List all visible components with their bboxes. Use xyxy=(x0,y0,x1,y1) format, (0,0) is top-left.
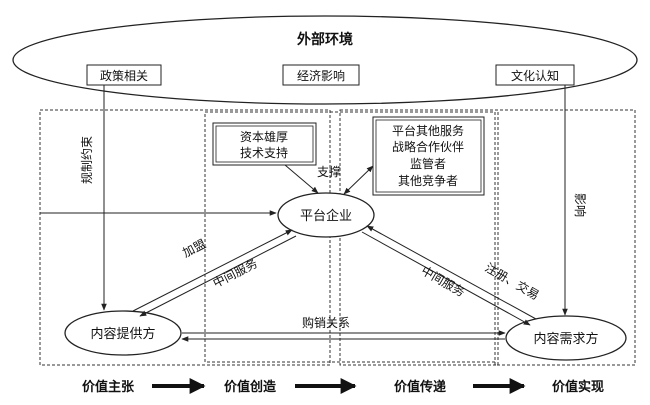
factor-box-culture xyxy=(495,64,575,86)
regulate-label: 规制约束 xyxy=(79,136,94,184)
consumer-node xyxy=(505,315,627,361)
capital-box-outer xyxy=(212,122,317,166)
factor-box-policy xyxy=(86,64,162,86)
service-left-arrow xyxy=(139,235,297,317)
factor-box-economy xyxy=(282,64,360,86)
influence-label: 影响 xyxy=(573,193,588,217)
capital-line-1: 资本雄厚 xyxy=(240,129,288,144)
others-box-outer xyxy=(372,116,485,196)
others-line-2: 战略合作伙伴 xyxy=(392,139,464,154)
others-box-inner xyxy=(375,119,482,193)
factor-label-economy: 经济影响 xyxy=(297,68,345,83)
others-line-4: 其他竞争者 xyxy=(398,174,458,188)
join-arrow xyxy=(132,229,293,312)
stage-label-realization: 价值实现 xyxy=(552,379,604,395)
register-arrow xyxy=(366,225,537,320)
external-environment-title: 外部环境 xyxy=(297,31,353,48)
stage-label-creation: 价值创造 xyxy=(224,379,277,395)
stage-label-proposition: 价值主张 xyxy=(82,379,135,395)
consumer-label: 内容需求方 xyxy=(533,331,598,347)
platform-label: 平台企业 xyxy=(300,208,352,224)
stage-region-delivery xyxy=(339,109,499,366)
others-line-3: 监管者 xyxy=(410,156,446,171)
service-right-arrow xyxy=(361,231,531,326)
trade-label: 购销关系 xyxy=(302,315,350,330)
service-left-label: 中间服务 xyxy=(210,255,260,290)
factor-label-culture: 文化认知 xyxy=(511,68,559,83)
join-label: 加盟 xyxy=(180,237,208,260)
support-label: 支撑 xyxy=(317,164,341,179)
capital-box-inner xyxy=(215,125,314,163)
provider-label: 内容提供方 xyxy=(90,326,155,342)
capital-to-platform-arrow xyxy=(284,164,319,194)
others-line-1: 平台其他服务 xyxy=(392,123,464,138)
provider-node xyxy=(64,310,182,356)
stage-label-delivery: 价值传递 xyxy=(394,379,446,395)
others-platform-arrow xyxy=(343,165,374,195)
capital-line-2: 技术支持 xyxy=(240,145,288,160)
external-environment-ellipse xyxy=(12,15,638,105)
register-label: 注册、交易 xyxy=(483,260,542,303)
platform-node xyxy=(277,192,375,238)
factor-label-policy: 政策相关 xyxy=(100,69,148,83)
